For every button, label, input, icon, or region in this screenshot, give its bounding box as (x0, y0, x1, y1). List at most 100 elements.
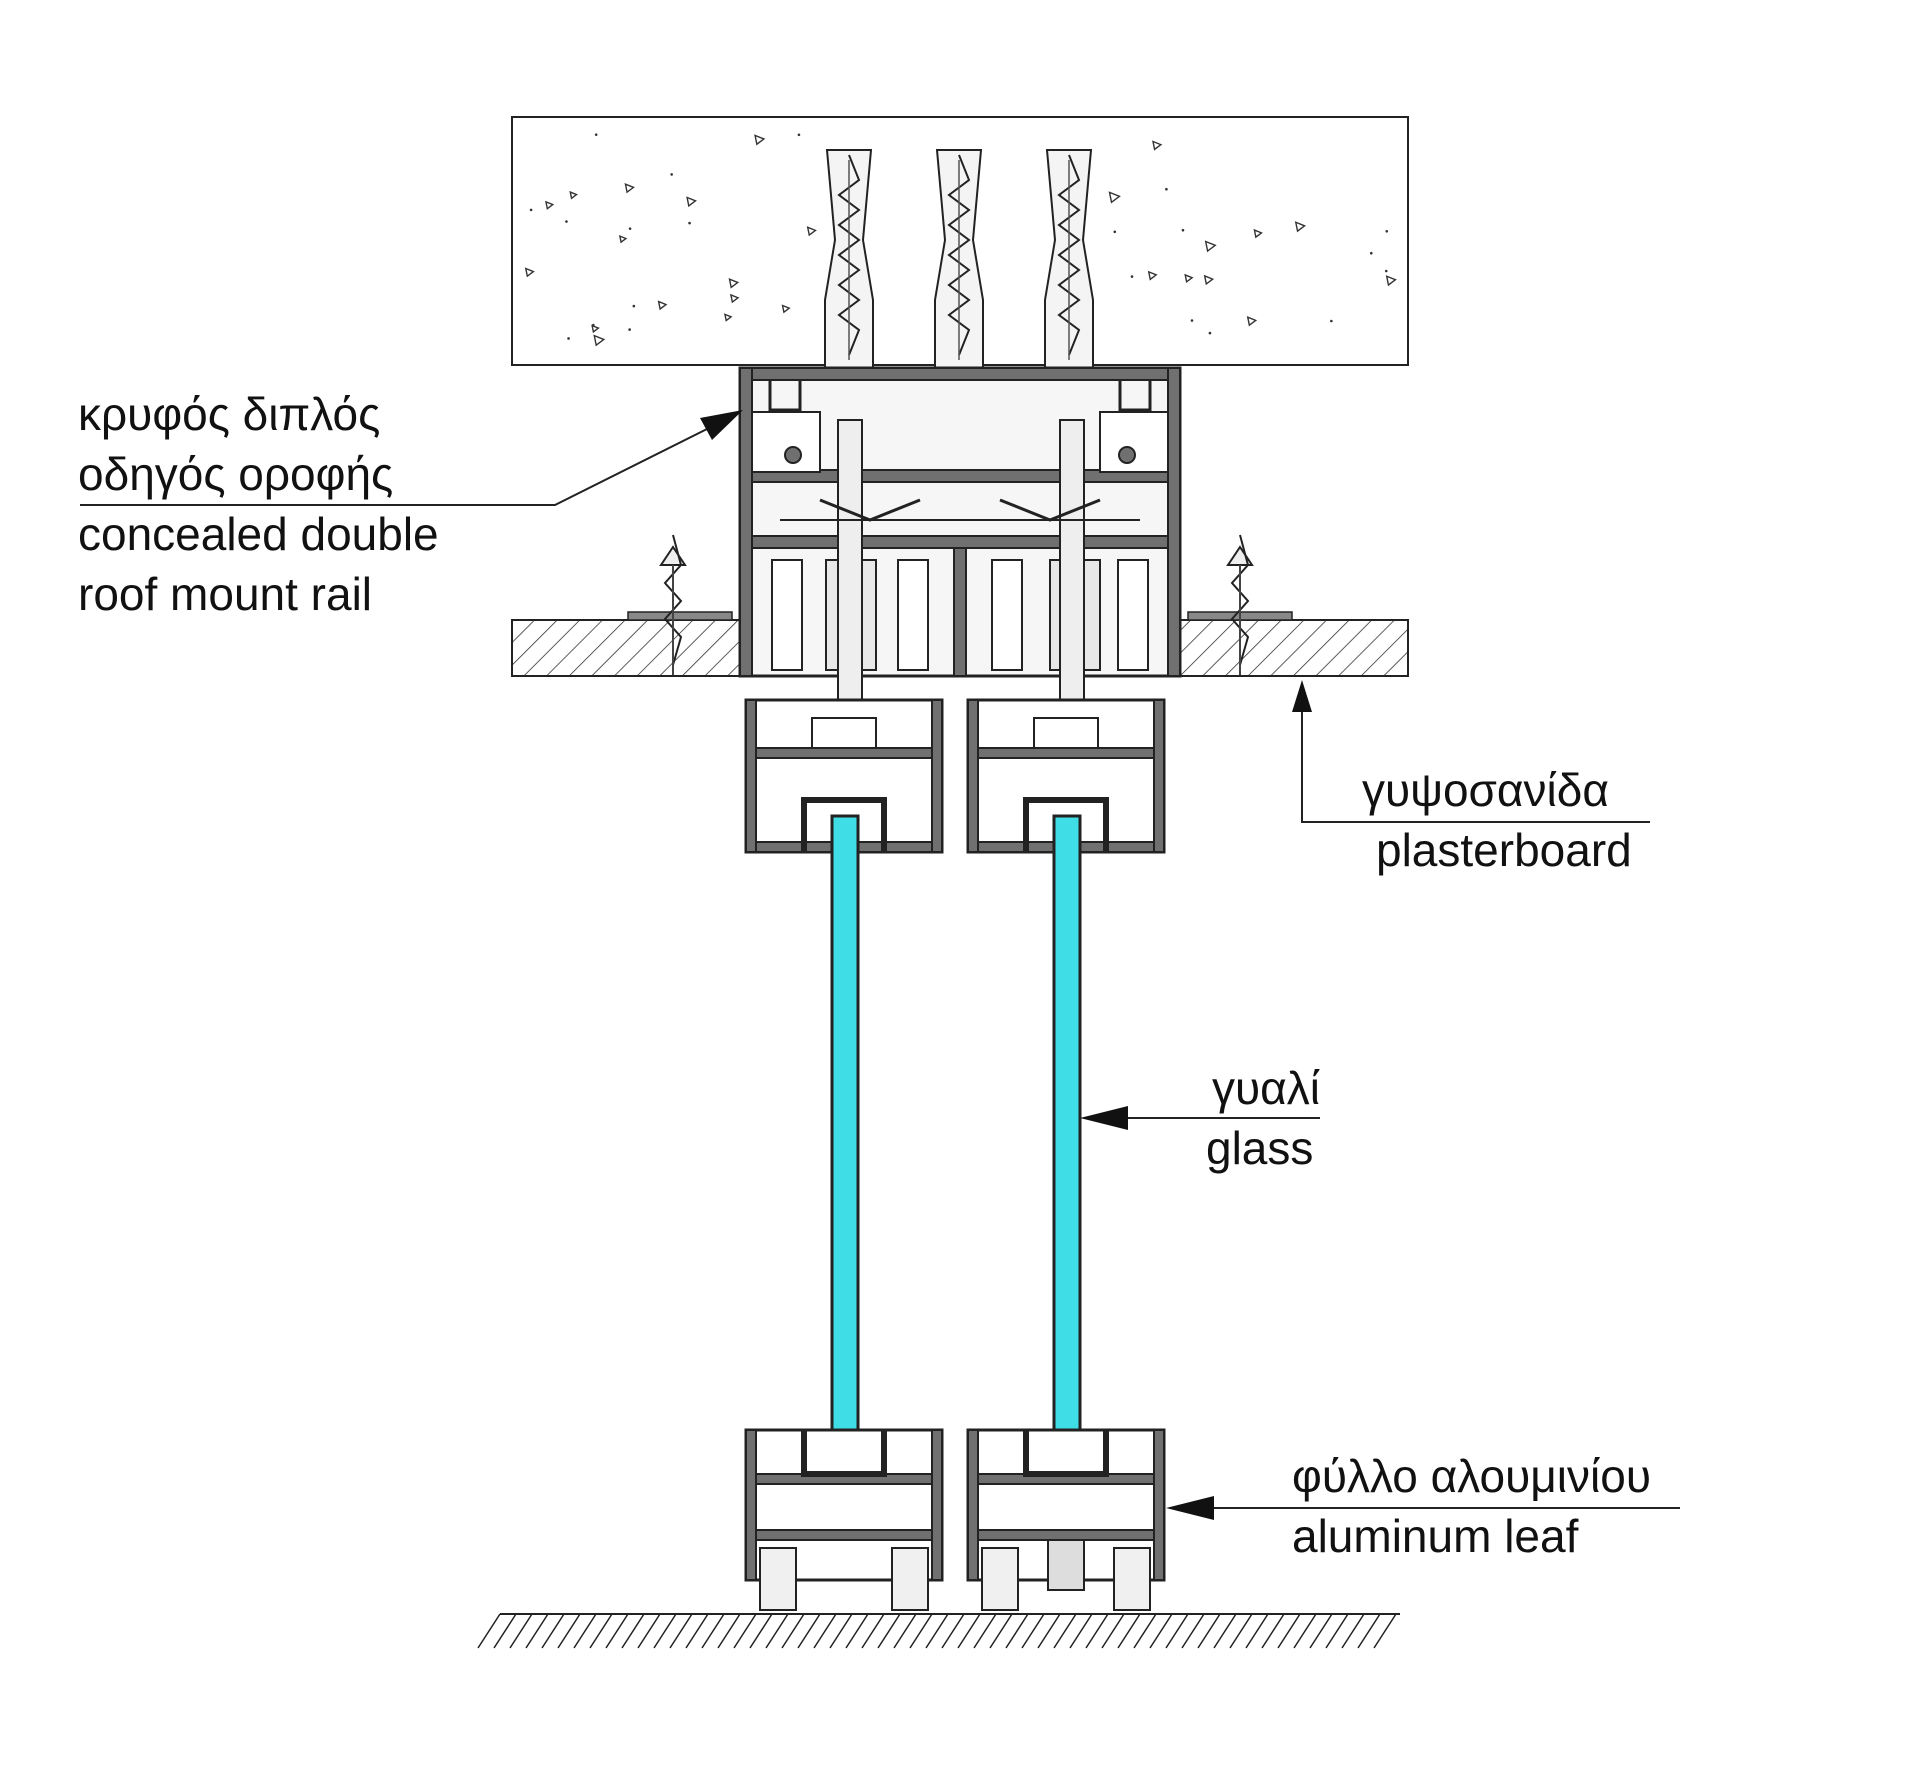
floor-hatch-line (621, 1613, 645, 1649)
floor-hatch-line (1309, 1613, 1333, 1649)
concrete-aggregate-mark (593, 334, 606, 347)
concrete-aggregate-mark (781, 304, 791, 314)
plasterboard-label: γυψοσανίδα plasterboard (1362, 760, 1632, 880)
floor-hatch-line (525, 1613, 549, 1649)
arrowhead-icon (1166, 1496, 1214, 1520)
concrete-aggregate-mark (1253, 228, 1263, 239)
concrete-aggregate-mark (1208, 331, 1212, 335)
plasterboard-label-greek: γυψοσανίδα (1362, 764, 1609, 816)
floor-hatch-line (1037, 1613, 1061, 1649)
floor-hatch-line (765, 1613, 789, 1649)
screw-anchor-icon (1226, 534, 1254, 675)
concrete-aggregate-mark (1147, 270, 1158, 281)
floor-hatch-line (861, 1613, 885, 1649)
roof-rail-leader (80, 419, 726, 506)
concrete-aggregate-mark (1203, 274, 1215, 286)
aluminum-leaf-label-greek: φύλλο αλουμινίου (1292, 1450, 1651, 1502)
floor-hatch-line (573, 1613, 597, 1649)
concrete-aggregate-mark (618, 234, 628, 244)
concrete-aggregate-mark (1369, 251, 1373, 255)
plasterboard-leader (1301, 692, 1650, 823)
floor-hatch-line (1293, 1613, 1317, 1649)
floor-hatch-line (1229, 1613, 1253, 1649)
arrowhead-icon (1080, 1106, 1128, 1130)
concrete-aggregate-mark (1113, 230, 1117, 234)
floor-hatch-line (909, 1613, 933, 1649)
floor-hatch-line (1117, 1613, 1141, 1649)
concrete-aggregate-mark (624, 183, 635, 194)
aluminum-leaf-profiles (744, 1428, 1166, 1611)
roof-rail-label-greek-1: κρυφός διπλός (78, 388, 381, 440)
floor-hatch-line (493, 1613, 517, 1649)
glass-label-english: glass (1206, 1122, 1314, 1174)
concrete-aggregate-mark (594, 133, 598, 136)
glass-panes (830, 814, 1082, 1468)
screw-anchor-icon (1044, 149, 1094, 371)
concrete-aggregate-mark (628, 227, 632, 230)
glass-label: γυαλί glass (1206, 1058, 1320, 1178)
floor (477, 1613, 1400, 1649)
concrete-aggregate-mark (754, 134, 766, 146)
aluminum-leaf-label-english: aluminum leaf (1292, 1510, 1579, 1562)
concrete-aggregate-mark (657, 300, 668, 311)
screw-anchor-icon (934, 149, 984, 371)
concrete-aggregate-mark (724, 313, 733, 322)
floor-hatch-line (605, 1613, 629, 1649)
floor-hatch-line (653, 1613, 677, 1649)
concrete-aggregate-mark (1108, 191, 1121, 204)
concrete-aggregate-mark (1130, 275, 1134, 278)
floor-hatch-line (1181, 1613, 1205, 1649)
floor-hatch-line (1133, 1613, 1157, 1649)
concrete-aggregate-mark (545, 200, 555, 210)
floor-hatch-line (925, 1613, 949, 1649)
floor-hatch-line (1213, 1613, 1237, 1649)
concrete-aggregate-mark (529, 208, 533, 212)
floor-hatch-line (589, 1613, 613, 1649)
floor-hatch-line (1085, 1613, 1109, 1649)
floor-hatch-line (781, 1613, 805, 1649)
floor-hatch-line (1021, 1613, 1045, 1649)
concrete-aggregate-mark (1385, 275, 1397, 287)
concrete-aggregate-mark (1384, 269, 1388, 273)
roof-mount-rail (738, 366, 1182, 711)
floor-hatch-line (685, 1613, 709, 1649)
concrete-aggregate (524, 133, 1397, 347)
leader-lines (80, 410, 1680, 1520)
floor-hatch-line (1069, 1613, 1093, 1649)
floor-hatch-line (509, 1613, 533, 1649)
floor-hatch-line (845, 1613, 869, 1649)
concrete-aggregate-mark (1294, 221, 1307, 233)
concrete-aggregate-mark (628, 328, 631, 331)
ceiling-anchors (824, 149, 1094, 371)
aluminum-leaf-label: φύλλο αλουμινίου aluminum leaf (1292, 1446, 1651, 1566)
floor-hatch-line (957, 1613, 981, 1649)
roof-rail-label-greek-2: οδηγός οροφής (78, 448, 394, 500)
concrete-aggregate-mark (1246, 316, 1258, 327)
floor-hatch-line (717, 1613, 741, 1649)
glass-pane-right (1052, 814, 1082, 1468)
floor-hatch-line (1357, 1613, 1381, 1649)
floor-hatch-line (557, 1613, 581, 1649)
floor-hatch-line (1005, 1613, 1029, 1649)
floor-hatch-line (669, 1613, 693, 1649)
concrete-aggregate-mark (569, 190, 578, 200)
floor-hatch-line (1325, 1613, 1349, 1649)
floor-hatch-line (973, 1613, 997, 1649)
glass-label-greek: γυαλί (1212, 1062, 1320, 1114)
floor-hatch-line (1149, 1613, 1173, 1649)
floor-hatch-line (1261, 1613, 1285, 1649)
arrowhead-icon (700, 410, 743, 440)
concrete-aggregate-mark (1181, 228, 1185, 232)
concrete-aggregate-mark (729, 293, 740, 304)
concrete-aggregate-mark (728, 278, 740, 289)
concrete-aggregate-mark (670, 173, 673, 176)
floor-hatch-line (893, 1613, 917, 1649)
concrete-aggregate-mark (688, 221, 691, 225)
concrete-aggregate-mark (1204, 240, 1217, 253)
floor-hatch-line (1341, 1613, 1365, 1649)
floor-hatch-line (701, 1613, 725, 1649)
screw-anchor-icon (824, 149, 874, 371)
floor-hatch-line (637, 1613, 661, 1649)
concrete-aggregate-mark (1184, 273, 1194, 284)
floor-hatch-line (1373, 1613, 1397, 1649)
